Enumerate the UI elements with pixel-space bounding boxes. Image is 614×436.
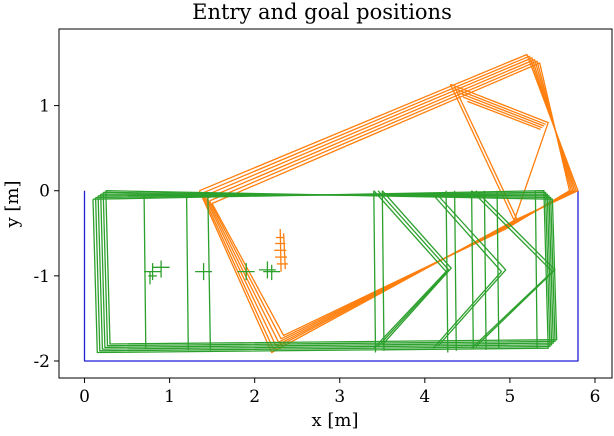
series-1-path-3 <box>206 58 574 343</box>
series-2-path-1 <box>94 191 551 352</box>
x-tick-label: 6 <box>590 387 601 407</box>
series-2-path-16 <box>534 190 538 349</box>
series-2-path-18 <box>377 190 450 347</box>
series-1-path-19 <box>282 233 286 270</box>
x-axis: 0 1 2 3 4 5 6 <box>79 378 600 407</box>
y-tick-label: -2 <box>33 352 50 372</box>
x-tick-label: 5 <box>504 387 515 407</box>
series-0 <box>83 190 579 362</box>
chart-title: Entry and goal positions <box>192 0 452 24</box>
plot-frame <box>58 28 613 379</box>
x-tick-label: 1 <box>164 387 175 407</box>
x-tick-label: 4 <box>419 387 430 407</box>
series-1-path-8 <box>458 92 545 127</box>
x-axis-label: x [m] <box>312 410 359 431</box>
series-2-path-13 <box>470 190 474 349</box>
series-2 <box>92 190 558 354</box>
series-2-path-21 <box>475 190 556 347</box>
series-2-path-22 <box>432 194 503 349</box>
series-1-path-5 <box>211 62 571 337</box>
series-2-path-12 <box>453 190 457 351</box>
x-tick-label: 0 <box>79 387 90 407</box>
series-2-path-8 <box>207 197 212 351</box>
series-2-path-4 <box>102 191 556 347</box>
series-2-path-7 <box>185 195 189 350</box>
y-tick-label: 0 <box>39 182 50 202</box>
series-2-path-17 <box>373 190 447 349</box>
x-tick-label: 3 <box>334 387 345 407</box>
series-0-path-0 <box>83 190 579 362</box>
series-2-path-19 <box>381 190 452 346</box>
series-1-path-10 <box>467 100 541 131</box>
series-1-path-9 <box>462 96 543 129</box>
series-2-path-5 <box>105 190 558 345</box>
y-tick-label: -1 <box>33 267 50 287</box>
y-axis: 1 0 -1 -2 <box>33 97 59 372</box>
series-1-path-18 <box>279 228 282 272</box>
series-1-path-6 <box>450 83 549 221</box>
series-2-path-2 <box>97 193 553 350</box>
y-tick-label: 1 <box>39 97 50 117</box>
series-2-path-9 <box>373 190 377 353</box>
series-2-path-14 <box>483 190 487 350</box>
series-2-path-23 <box>437 194 507 347</box>
plot-area <box>83 53 579 362</box>
series-2-path-10 <box>381 190 385 351</box>
series-1-path-7 <box>454 87 546 125</box>
y-axis-label: y [m] <box>2 180 23 228</box>
x-tick-label: 2 <box>249 387 260 407</box>
